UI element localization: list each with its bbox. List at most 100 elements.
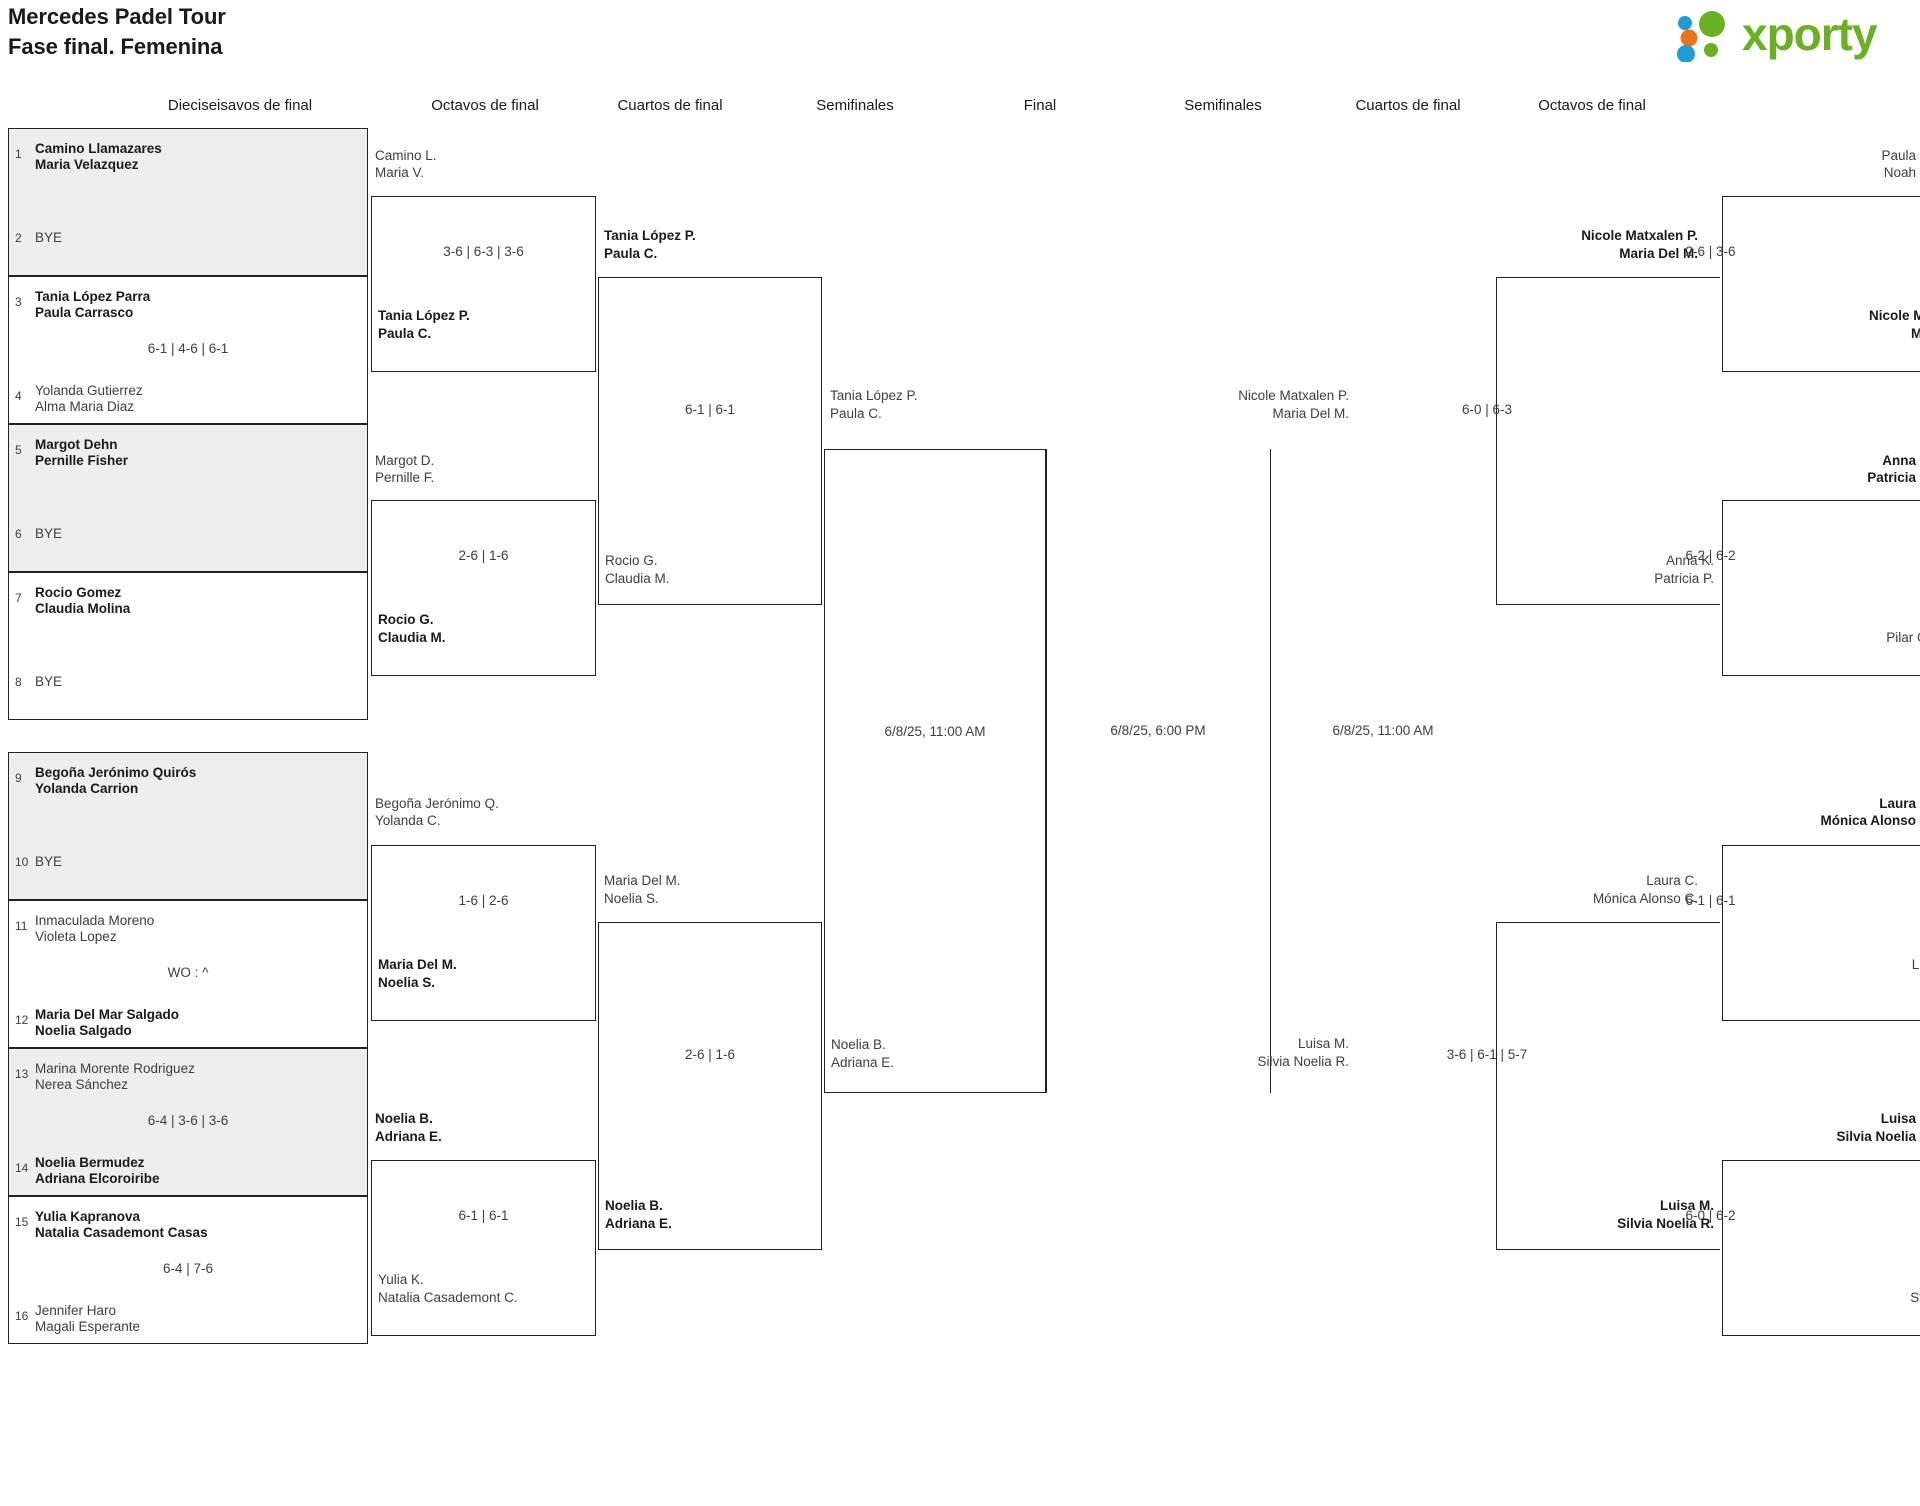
- rs3-player-3b: Mónica Alonso C.: [1592, 891, 1698, 906]
- player-name-2: Nerea Sánchez: [35, 1077, 129, 1092]
- r2-player-7a: Noelia B.: [375, 1111, 433, 1126]
- seed-number: 5: [15, 443, 22, 457]
- rs3-player-2b: Patricia P.: [1654, 571, 1714, 586]
- seed-number: 4: [15, 389, 22, 403]
- r3-box-2[interactable]: 2-6 | 1-6 Noelia B. Adriana E.: [598, 922, 822, 1250]
- r1-cell-8[interactable]: 15 Yulia Kapranova Natalia Casademont Ca…: [8, 1196, 368, 1344]
- rs4-player-2b: Silvia Noelia R.: [1257, 1054, 1349, 1069]
- match-score: 6-1 | 4-6 | 6-1: [147, 341, 229, 356]
- rs3-box-2[interactable]: 3-6 | 6-1 | 5-7 Luisa M. Silvia Noelia R…: [1447, 922, 1720, 1250]
- tournament-phase: Fase final. Femenina: [8, 34, 223, 59]
- r2-box-4[interactable]: 6-1 | 6-1 Yulia K. Natalia Casademont C.: [371, 1160, 596, 1336]
- tournament-name: Mercedes Padel Tour: [8, 4, 226, 29]
- rs3-player-2a: Anna K.: [1665, 553, 1714, 568]
- r2-box-3[interactable]: 1-6 | 2-6 Maria Del M. Noelia S.: [371, 845, 596, 1021]
- r2-player-4a: Rocio G.: [378, 612, 434, 627]
- match-score: 6-1 | 6-1: [1685, 893, 1736, 908]
- round-header-left-1: Dieciseisavos de final: [167, 97, 313, 114]
- r2-box-1[interactable]: 3-6 | 6-3 | 3-6 Tania López P. Paula C.: [371, 196, 596, 372]
- r2-player-3b: Pernille F.: [375, 470, 435, 485]
- r2-player-2b: Paula C.: [378, 326, 432, 341]
- r3-player-2b: Claudia M.: [605, 571, 670, 586]
- rs2-box-3[interactable]: 6-1 | 6-1 Luz Maria Lucia: [1685, 845, 1920, 1021]
- rs3-box-1[interactable]: 6-0 | 6-3 Anna K. Patricia P.: [1462, 277, 1720, 605]
- match-score: 6-4 | 7-6: [162, 1261, 214, 1276]
- round-header-left-4: Semifinales: [816, 97, 894, 114]
- rs2-player-5a: Laura: [1879, 796, 1916, 811]
- round-header-right-3: Octavos de final: [1538, 97, 1646, 114]
- seed-number: 12: [15, 1013, 29, 1027]
- rs2-player-2b: Maria Del: [1910, 326, 1920, 341]
- player-name-2: Natalia Casademont Casas: [35, 1225, 208, 1240]
- r1-cell-5[interactable]: 9 Begoña Jerónimo Quirós Yolanda Carrion…: [8, 752, 368, 900]
- r4-player-1a: Tania López P.: [830, 388, 918, 403]
- match-score: 2-6 | 1-6: [458, 548, 509, 563]
- page-title: Mercedes Padel Tour Fase final. Femenina: [8, 2, 226, 62]
- r2-player-6b: Noelia S.: [378, 975, 436, 990]
- r1-cell-7[interactable]: 13 Marina Morente Rodriguez Nerea Sánche…: [8, 1048, 368, 1196]
- r1-cell-6[interactable]: 11 Inmaculada Moreno Violeta Lopez WO : …: [8, 900, 368, 1048]
- player-name-2: Alma Maria Diaz: [35, 399, 135, 414]
- rs2-box-1[interactable]: 2-6 | 3-6 Nicole Matxalen Maria Del: [1685, 196, 1920, 372]
- r2-player-5a: Begoña Jerónimo Q.: [375, 796, 499, 811]
- match-score: 6-1 | 6-1: [684, 402, 736, 417]
- seed-number: 6: [15, 527, 22, 541]
- player-name-2: Adriana Elcoroiribe: [35, 1171, 160, 1186]
- rs2-player-3a: Anna: [1882, 453, 1916, 468]
- player-name-1: Inmaculada Moreno: [35, 913, 155, 928]
- final-divider: [1046, 449, 1047, 1093]
- r2-player-7b: Adriana E.: [375, 1129, 442, 1144]
- bye-label: BYE: [35, 674, 63, 689]
- r3-player-3b: Noelia S.: [604, 891, 659, 906]
- final-date: 6/8/25, 6:00 PM: [1110, 723, 1206, 738]
- rs4-player-1a: Nicole Matxalen P.: [1238, 388, 1349, 403]
- r1-cell-1[interactable]: 1 Camino Llamazares Maria Velazquez 2 BY…: [8, 128, 368, 276]
- r4-player-2a: Noelia B.: [831, 1037, 886, 1052]
- bye-label: BYE: [35, 526, 63, 541]
- r2-player-3a: Margot D.: [375, 453, 435, 468]
- seed-number: 10: [15, 855, 29, 869]
- rs2-player-8b: Stephanie: [1910, 1290, 1920, 1305]
- r1-cell-4[interactable]: 7 Rocio Gomez Claudia Molina 8 BYE: [8, 572, 368, 720]
- right-semifinal-date: 6/8/25, 11:00 AM: [1332, 723, 1434, 738]
- player-name-1: Begoña Jerónimo Quirós: [35, 765, 197, 780]
- rs3-player-1a: Nicole Matxalen P.: [1581, 228, 1698, 243]
- r2-player-1b: Maria V.: [375, 165, 425, 180]
- match-score: 6-0 | 6-2: [1685, 1208, 1736, 1223]
- r2-player-8a: Yulia K.: [378, 1272, 424, 1287]
- r3-box-1[interactable]: 6-1 | 6-1 Rocio G. Claudia M.: [598, 277, 822, 605]
- final-divider-right: [1270, 449, 1271, 1093]
- r1-cell-2[interactable]: 3 Tania López Parra Paula Carrasco 6-1 |…: [8, 276, 368, 424]
- rs2-box-2[interactable]: 6-2 | 6-2 Cecilia Pilar Guerrero: [1685, 500, 1920, 676]
- player-name-2: Noelia Salgado: [35, 1023, 132, 1038]
- logo-wordmark: xporty: [1742, 8, 1878, 60]
- player-name-1: Noelia Bermudez: [35, 1155, 145, 1170]
- player-name-1: Margot Dehn: [35, 437, 118, 452]
- match-score: 6-0 | 6-3: [1461, 402, 1513, 417]
- r2-player-6a: Maria Del M.: [378, 957, 457, 972]
- r2-box-2[interactable]: 2-6 | 1-6 Rocio G. Claudia M.: [371, 500, 596, 676]
- r3-player-2a: Rocio G.: [605, 553, 658, 568]
- rs2-player-4b: Pilar Guerrero: [1886, 630, 1920, 645]
- rs2-player-2a: Nicole Matxalen: [1868, 308, 1920, 323]
- player-name-1: Rocio Gomez: [35, 585, 122, 600]
- player-name-1: Marina Morente Rodriguez: [35, 1061, 195, 1076]
- seed-number: 16: [15, 1309, 29, 1323]
- r4-box-1[interactable]: 6/8/25, 11:00 AM Noelia B. Adriana E.: [824, 449, 1046, 1093]
- match-score: WO : ^: [167, 965, 209, 980]
- r2-player-4b: Claudia M.: [378, 630, 446, 645]
- rs2-box-4[interactable]: 6-0 | 6-2 Carolina Stephanie: [1685, 1160, 1920, 1336]
- r3-player-3a: Maria Del M.: [604, 873, 681, 888]
- r2-player-8b: Natalia Casademont C.: [378, 1290, 518, 1305]
- rs4-player-2a: Luisa M.: [1297, 1036, 1349, 1051]
- rs2-player-1b: Noah: [1883, 165, 1916, 180]
- match-score: 6-2 | 6-2: [1685, 548, 1736, 563]
- r1-cell-3[interactable]: 5 Margot Dehn Pernille Fisher 6 BYE: [8, 424, 368, 572]
- seed-number: 14: [15, 1161, 29, 1175]
- r2-player-2a: Tania López P.: [378, 308, 470, 323]
- rs3-player-3a: Laura C.: [1646, 873, 1698, 888]
- player-name-1: Yolanda Gutierrez: [35, 383, 143, 398]
- rs2-player-5b: Mónica Alonso: [1820, 813, 1916, 828]
- round-header-right-1: Semifinales: [1184, 97, 1262, 114]
- player-name-2: Paula Carrasco: [35, 305, 134, 320]
